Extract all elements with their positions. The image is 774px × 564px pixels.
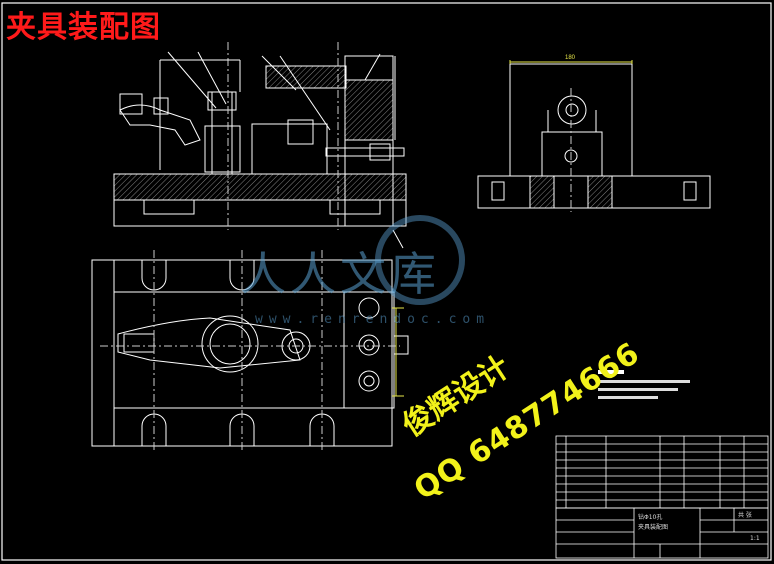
title-block-name-2: 夹具装配图 bbox=[638, 524, 669, 531]
plan-view bbox=[91, 250, 409, 452]
drawing-title: 夹具装配图 bbox=[6, 10, 161, 45]
side-view bbox=[477, 60, 711, 212]
watermark-circle-icon bbox=[375, 215, 465, 305]
title-block-name-1: 钻Φ10孔 bbox=[638, 514, 663, 521]
side-view-dimension: 180 bbox=[565, 55, 576, 61]
front-view bbox=[113, 42, 407, 249]
title-block-scale: 1:1 bbox=[750, 535, 760, 542]
title-block-sheet: 共 张 bbox=[738, 512, 752, 519]
technical-notes bbox=[598, 370, 690, 399]
watermark-brand: 人人文库 bbox=[240, 247, 440, 301]
watermark-site: www.renrendoc.com bbox=[255, 312, 491, 327]
title-block bbox=[555, 507, 769, 559]
parts-list bbox=[555, 435, 769, 509]
